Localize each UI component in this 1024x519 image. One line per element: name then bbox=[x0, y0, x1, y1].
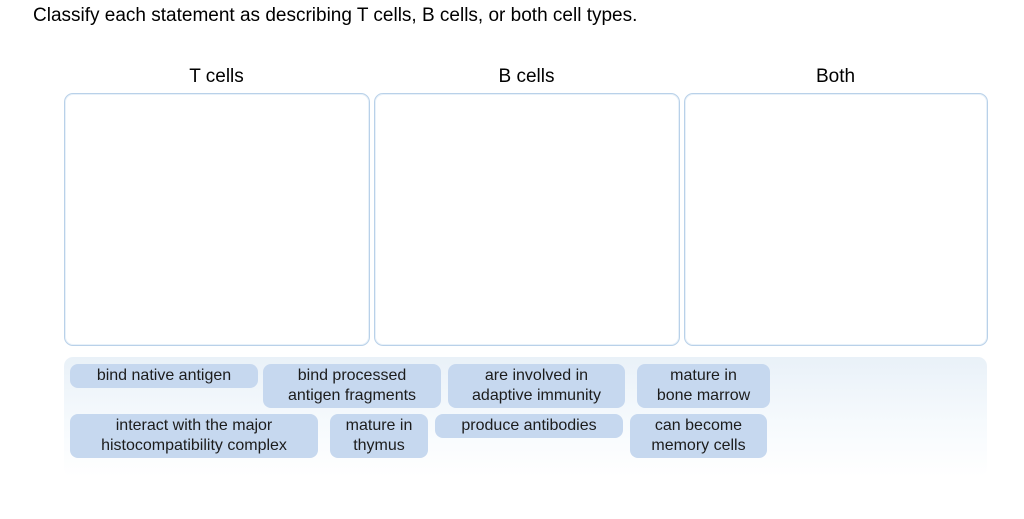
answer-bank: bind native antigen bind processed antig… bbox=[64, 357, 987, 477]
chip-interact-with-the-major-histocompatibility-complex[interactable]: interact with the major histocompatibili… bbox=[70, 414, 318, 458]
dropzone-t-cells[interactable] bbox=[64, 93, 370, 346]
chip-mature-in-bone-marrow[interactable]: mature in bone marrow bbox=[637, 364, 770, 408]
chip-produce-antibodies[interactable]: produce antibodies bbox=[435, 414, 623, 438]
dropzone-both[interactable] bbox=[684, 93, 988, 346]
dropzone-b-cells[interactable] bbox=[374, 93, 680, 346]
chip-mature-in-thymus[interactable]: mature in thymus bbox=[330, 414, 428, 458]
category-label-both: Both bbox=[815, 66, 856, 87]
chip-bind-processed-antigen-fragments[interactable]: bind processed antigen fragments bbox=[263, 364, 441, 408]
category-label-t-cells: T cells bbox=[189, 66, 244, 87]
chip-bind-native-antigen[interactable]: bind native antigen bbox=[70, 364, 258, 388]
instruction-text: Classify each statement as describing T … bbox=[33, 5, 638, 26]
category-label-b-cells: B cells bbox=[498, 66, 555, 87]
chip-can-become-memory-cells[interactable]: can become memory cells bbox=[630, 414, 767, 458]
chip-are-involved-in-adaptive-immunity[interactable]: are involved in adaptive immunity bbox=[448, 364, 625, 408]
